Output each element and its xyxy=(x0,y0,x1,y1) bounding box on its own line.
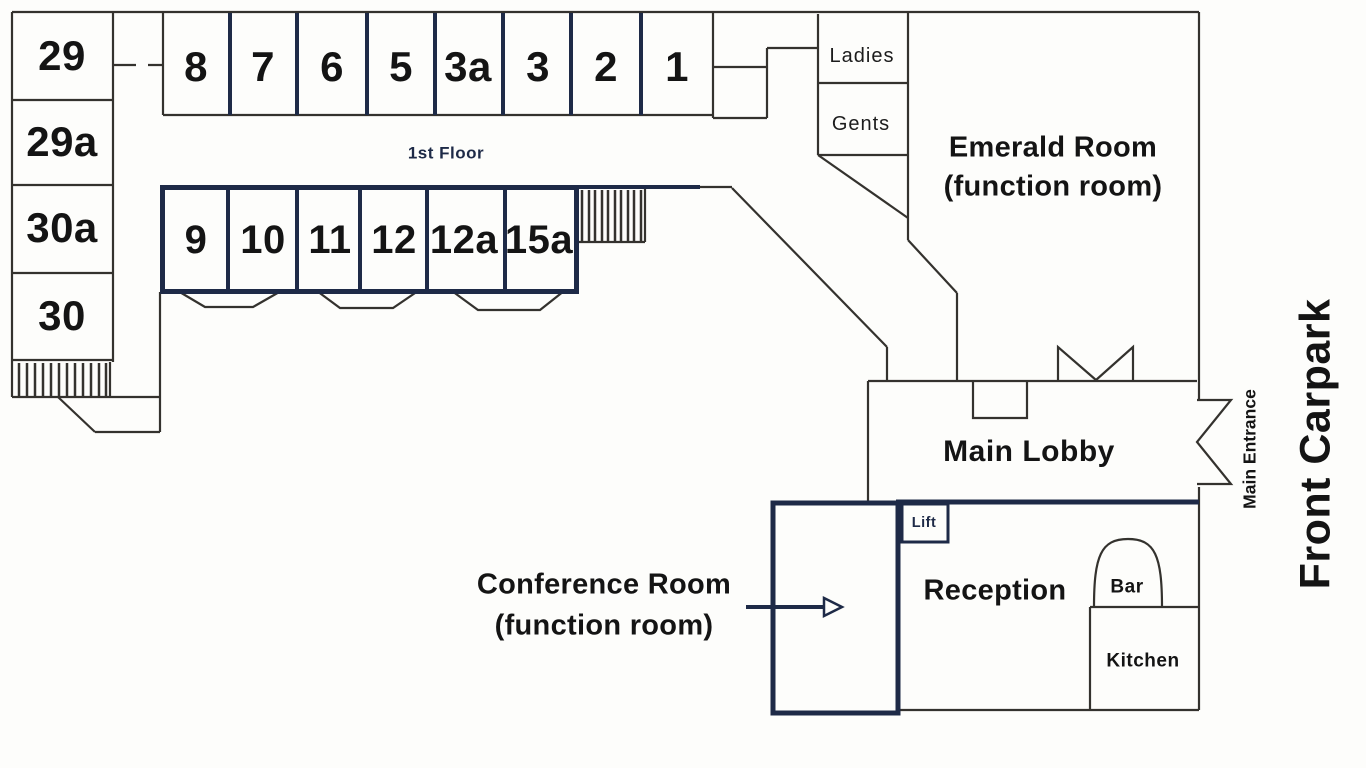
main-entrance-label: Main Entrance xyxy=(1239,389,1260,509)
reception-label: Reception xyxy=(923,574,1067,607)
lift-label: Lift xyxy=(911,514,937,531)
room-9-label: 9 xyxy=(184,218,208,262)
double-door-icon xyxy=(1056,344,1135,382)
room-2-label: 2 xyxy=(594,43,618,90)
main-lobby-label: Main Lobby xyxy=(943,435,1115,468)
room-7-label: 7 xyxy=(251,43,275,90)
room-11-label: 11 xyxy=(308,218,352,262)
accent-walls xyxy=(160,13,1199,716)
stairs-icon xyxy=(17,363,108,396)
emerald-room-title: Emerald Room xyxy=(948,131,1158,164)
room-29-label: 29 xyxy=(38,32,86,79)
front-carpark-label: Front Carpark xyxy=(1291,298,1340,590)
room-29a-label: 29a xyxy=(26,118,98,165)
entrance-door-icon xyxy=(1195,398,1234,486)
room-10-label: 10 xyxy=(240,218,286,262)
room-3-label: 3 xyxy=(526,43,550,90)
room-12a-label: 12a xyxy=(429,218,499,262)
lift-outline xyxy=(900,502,950,544)
conference-room-title: Conference Room xyxy=(476,568,732,601)
room-12-label: 12 xyxy=(371,218,417,262)
kitchen-label: Kitchen xyxy=(1106,650,1180,672)
room-15a-label: 15a xyxy=(504,218,574,262)
ladies-label: Ladies xyxy=(829,45,895,67)
room-8-label: 8 xyxy=(184,43,208,90)
room-1-label: 1 xyxy=(665,43,689,90)
walls xyxy=(10,10,1201,712)
gents-label: Gents xyxy=(831,113,891,135)
room-30-label: 30 xyxy=(38,292,86,339)
bar-label: Bar xyxy=(1110,576,1144,598)
room-3a-label: 3a xyxy=(444,43,492,90)
floor-label: 1st Floor xyxy=(407,143,485,163)
bay-windows xyxy=(177,290,565,312)
room-6-label: 6 xyxy=(320,43,344,90)
room-5-label: 5 xyxy=(389,43,413,90)
bar-arch xyxy=(1092,537,1164,608)
conference-room-subtitle: (function room) xyxy=(494,609,714,642)
room-30a-label: 30a xyxy=(26,204,98,251)
arrow-icon xyxy=(746,595,845,619)
stairs-icon xyxy=(580,190,643,241)
emerald-room-subtitle: (function room) xyxy=(943,170,1163,203)
